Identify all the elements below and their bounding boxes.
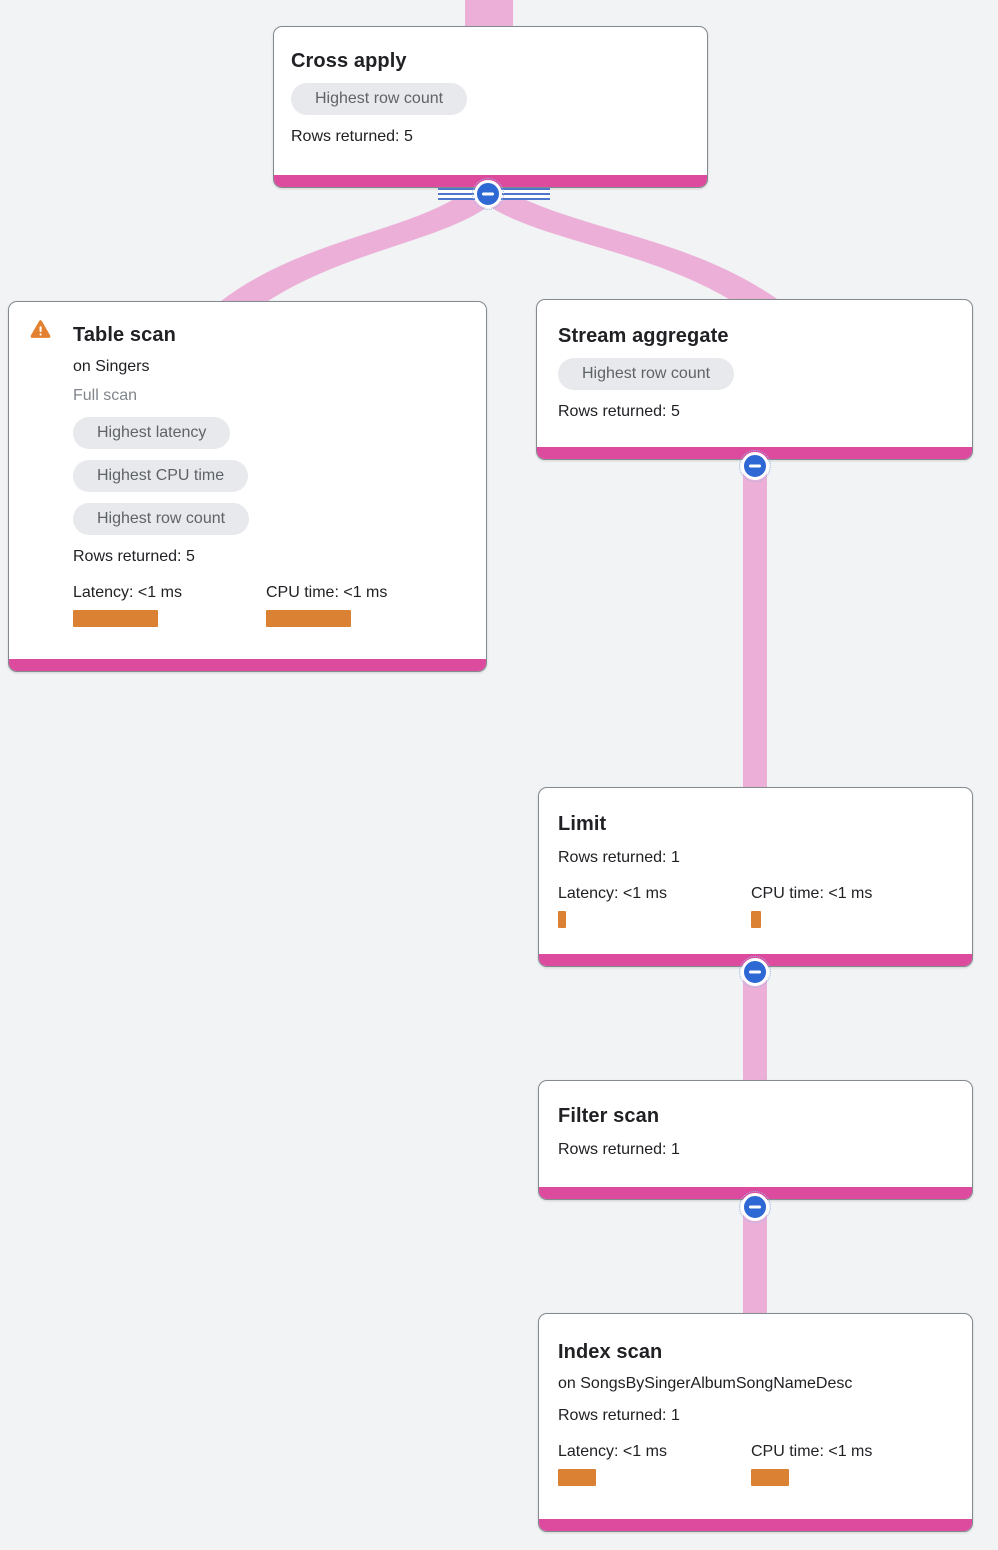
badge-highest-row-count: Highest row count bbox=[291, 83, 468, 115]
latency-bar bbox=[558, 1469, 596, 1486]
edge-into-cross-apply bbox=[465, 0, 513, 28]
plan-node-stream-aggregate[interactable]: Stream aggregate Highest row count Rows … bbox=[536, 299, 973, 460]
collapse-button-limit[interactable] bbox=[739, 956, 771, 988]
metrics-row: Latency: <1 ms CPU time: <1 ms bbox=[558, 884, 956, 928]
node-title: Limit bbox=[558, 813, 607, 835]
rows-returned-label: Rows returned: 1 bbox=[558, 849, 680, 866]
latency-bar bbox=[558, 911, 566, 928]
plan-node-table-scan[interactable]: Table scan on Singers Full scan Highest … bbox=[8, 301, 487, 672]
collapse-button-cross-apply[interactable] bbox=[472, 178, 504, 210]
cpu-time-label: CPU time: <1 ms bbox=[266, 584, 388, 601]
badge-highest-latency: Highest latency bbox=[73, 417, 231, 449]
collapse-button-stream-aggregate[interactable] bbox=[739, 450, 771, 482]
cpu-time-bar bbox=[751, 1469, 789, 1486]
rows-returned-label: Rows returned: 5 bbox=[558, 403, 680, 420]
plan-node-index-scan[interactable]: Index scan on SongsBySingerAlbumSongName… bbox=[538, 1313, 973, 1532]
node-title: Index scan bbox=[558, 1341, 663, 1363]
rows-returned-label: Rows returned: 5 bbox=[73, 548, 195, 565]
edge-stream-aggregate-to-limit bbox=[743, 455, 767, 790]
node-title: Stream aggregate bbox=[558, 325, 729, 347]
latency-label: Latency: <1 ms bbox=[558, 1443, 667, 1460]
collapse-button-filter-scan[interactable] bbox=[739, 1191, 771, 1223]
minus-icon bbox=[749, 464, 761, 468]
latency-label: Latency: <1 ms bbox=[558, 885, 667, 902]
latency-label: Latency: <1 ms bbox=[73, 584, 182, 601]
edge-cross-apply-to-stream-aggregate bbox=[487, 196, 780, 301]
latency-bar bbox=[73, 610, 158, 627]
metrics-row: Latency: <1 ms CPU time: <1 ms bbox=[73, 583, 470, 627]
cpu-time-metric: CPU time: <1 ms bbox=[751, 884, 944, 928]
badge-highest-row-count: Highest row count bbox=[73, 503, 250, 535]
rows-returned-label: Rows returned: 5 bbox=[291, 128, 413, 145]
badge-highest-cpu-time: Highest CPU time bbox=[73, 460, 249, 492]
node-subtitle: on SongsBySingerAlbumSongNameDesc bbox=[558, 1375, 853, 1392]
minus-icon bbox=[749, 970, 761, 974]
node-accent-bar bbox=[539, 1519, 972, 1531]
rows-returned-label: Rows returned: 1 bbox=[558, 1407, 680, 1424]
badge-list: Highest latency Highest CPU time Highest… bbox=[73, 417, 470, 535]
warning-icon bbox=[30, 320, 51, 338]
node-title: Filter scan bbox=[558, 1105, 660, 1127]
latency-metric: Latency: <1 ms bbox=[73, 583, 266, 627]
minus-icon bbox=[482, 192, 494, 196]
plan-node-filter-scan[interactable]: Filter scan Rows returned: 1 bbox=[538, 1080, 973, 1200]
plan-node-cross-apply[interactable]: Cross apply Highest row count Rows retur… bbox=[273, 26, 708, 188]
edge-cross-apply-to-table-scan bbox=[221, 196, 490, 301]
node-subtitle: on Singers bbox=[73, 358, 150, 375]
rows-returned-label: Rows returned: 1 bbox=[558, 1141, 680, 1158]
cpu-time-metric: CPU time: <1 ms bbox=[266, 583, 459, 627]
latency-metric: Latency: <1 ms bbox=[558, 1442, 751, 1486]
plan-node-limit[interactable]: Limit Rows returned: 1 Latency: <1 ms CP… bbox=[538, 787, 973, 967]
metrics-row: Latency: <1 ms CPU time: <1 ms bbox=[558, 1442, 956, 1486]
node-note: Full scan bbox=[73, 387, 138, 404]
node-title: Table scan bbox=[73, 324, 176, 346]
minus-icon bbox=[749, 1205, 761, 1209]
cpu-time-label: CPU time: <1 ms bbox=[751, 885, 873, 902]
node-accent-bar bbox=[9, 659, 486, 671]
node-title: Cross apply bbox=[291, 50, 407, 72]
badge-highest-row-count: Highest row count bbox=[558, 358, 735, 390]
cpu-time-metric: CPU time: <1 ms bbox=[751, 1442, 944, 1486]
cpu-time-bar bbox=[751, 911, 761, 928]
cpu-time-bar bbox=[266, 610, 351, 627]
latency-metric: Latency: <1 ms bbox=[558, 884, 751, 928]
cpu-time-label: CPU time: <1 ms bbox=[751, 1443, 873, 1460]
